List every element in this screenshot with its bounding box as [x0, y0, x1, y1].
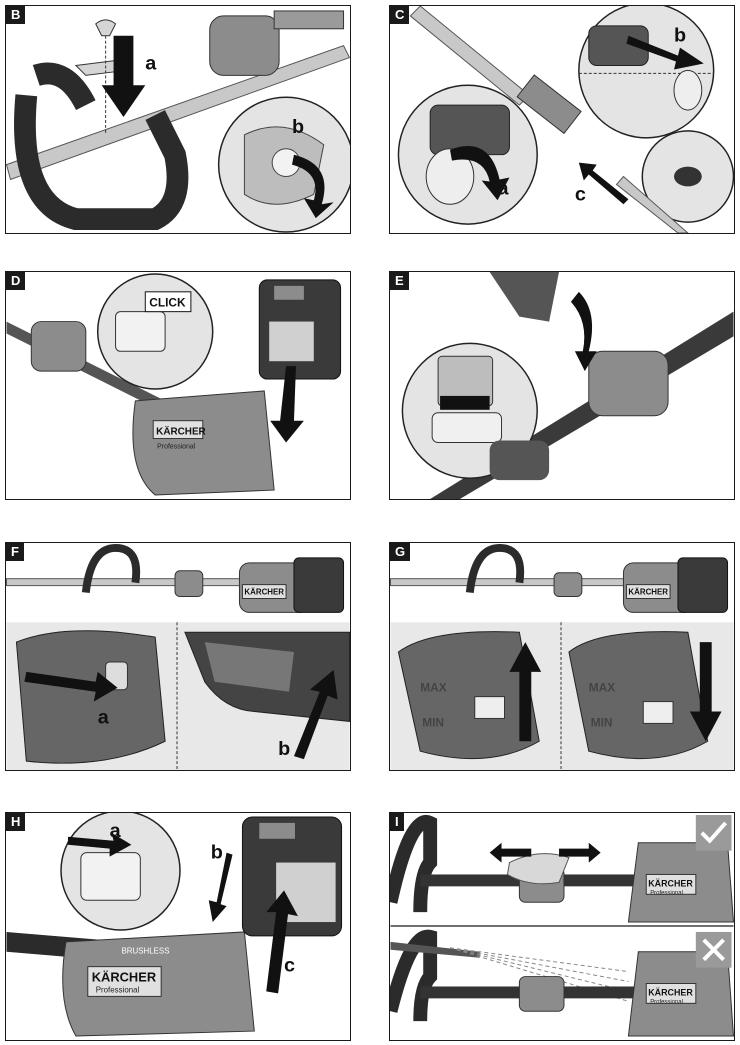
illustration-battery-remove: BRUSHLESS KÄRCHER Professional c b a [6, 813, 343, 1037]
label-c: c [284, 955, 295, 977]
illustration-switch-and-trigger: KÄRCHER a b [6, 543, 350, 770]
label-b: b [674, 25, 686, 47]
brand-sub: Professional [96, 985, 140, 994]
panel-tag-g: G [390, 543, 411, 561]
panel-tag-b: B [6, 6, 26, 24]
brand-sub-top: Professional [650, 890, 683, 896]
brand-label-top: KÄRCHER [648, 878, 693, 888]
brand-label-bottom: KÄRCHER [648, 987, 693, 997]
label-a: a [145, 52, 157, 74]
panel-c: C a b c [389, 5, 735, 234]
illustration-speed-switch: KÄRCHER MAX MIN MAX MIN [390, 543, 734, 770]
panel-e: E [389, 271, 735, 500]
illustration-shoulder-strap [401, 272, 734, 499]
brushless-label: BRUSHLESS [121, 947, 169, 956]
label-b: b [292, 116, 304, 138]
panel-tag-h: H [6, 813, 26, 831]
label-a: a [110, 820, 122, 842]
panel-d: D KÄRCHER Professional CLICK [5, 271, 351, 500]
brand-label: KÄRCHER [244, 588, 284, 597]
panel-tag-d: D [6, 272, 26, 290]
illustration-shaft-assembly: a b c [397, 6, 734, 233]
label-a: a [98, 706, 110, 728]
illustration-cleaning: KÄRCHER Professional KÄRCHER Professiona… [390, 814, 734, 1037]
min-label-left: MIN [422, 715, 444, 729]
panel-b: B a b [5, 5, 351, 234]
panel-tag-e: E [390, 272, 409, 290]
brand-label: KÄRCHER [156, 427, 206, 438]
panel-tag-c: C [390, 6, 410, 24]
panel-tag-i: I [390, 813, 404, 831]
illustration-battery-insert: KÄRCHER Professional CLICK [6, 273, 342, 496]
panel-i: I KÄRCHER Professional KÄRCHER Professio… [389, 812, 735, 1041]
panel-f: F KÄRCHER a b [5, 542, 351, 771]
panel-g: G KÄRCHER MAX MIN MAX MIN [389, 542, 735, 771]
min-label-right: MIN [591, 715, 613, 729]
label-a: a [498, 177, 510, 199]
brand-sub-bottom: Professional [650, 999, 683, 1005]
brand-label: KÄRCHER [628, 588, 668, 597]
panel-h: H BRUSHLESS KÄRCHER Professional c b a [5, 812, 351, 1041]
max-label-right: MAX [589, 681, 615, 695]
label-b: b [211, 842, 223, 864]
panel-tag-f: F [6, 543, 24, 561]
max-label-left: MAX [420, 681, 446, 695]
brand-sub: Professional [157, 443, 196, 450]
label-b: b [278, 738, 290, 760]
brand-label: KÄRCHER [92, 970, 157, 985]
label-c: c [575, 183, 586, 205]
click-label: CLICK [149, 296, 186, 310]
illustration-handle-mount: a b [6, 10, 350, 233]
